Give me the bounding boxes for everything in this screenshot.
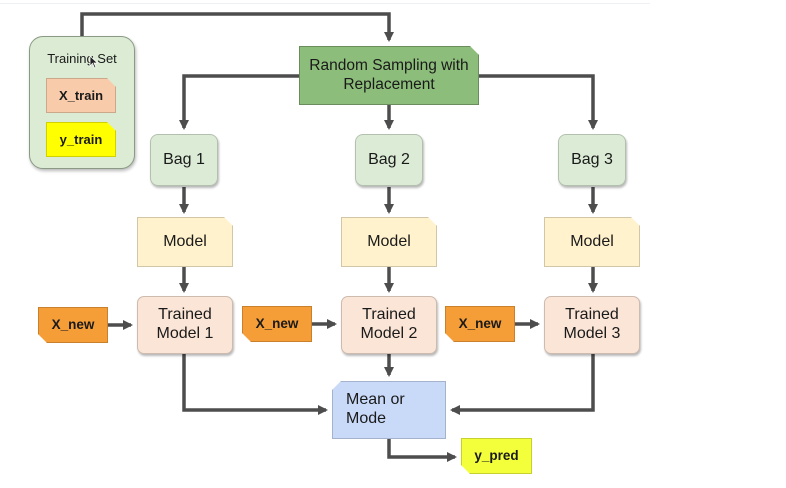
trained-model-2-label: Trained Model 2 xyxy=(360,306,418,342)
arrow-sampling-to-bag3 xyxy=(479,74,598,130)
x-train-label: X_train xyxy=(58,87,104,103)
arrow-sampling-to-bag1 xyxy=(179,74,299,130)
bag-1-node: Bag 1 xyxy=(150,134,218,186)
x-new-3-note: X_new xyxy=(445,306,515,342)
bag-2-node: Bag 2 xyxy=(355,134,423,186)
x-new-1-label: X_new xyxy=(51,317,95,333)
y-train-label: y_train xyxy=(59,131,103,147)
trained-model-3-label: Trained Model 3 xyxy=(563,306,621,342)
trained-model-1-node: Trained Model 1 xyxy=(137,296,233,354)
model-3-label: Model xyxy=(570,232,614,250)
trained-model-3-node: Trained Model 3 xyxy=(544,296,640,354)
y-pred-label: y_pred xyxy=(474,448,519,464)
y-pred-note: y_pred xyxy=(461,438,532,474)
bag-3-label: Bag 3 xyxy=(571,150,613,168)
arrow-aggregate-to-output xyxy=(387,439,457,462)
trained-model-1-label: Trained Model 1 xyxy=(156,306,214,342)
arrow-trained3-to-aggregate xyxy=(450,354,595,415)
mouse-cursor-icon xyxy=(89,55,99,69)
top-divider xyxy=(0,3,650,4)
x-new-2-label: X_new xyxy=(255,316,299,332)
model-1-node: Model xyxy=(137,217,233,267)
x-new-3-label: X_new xyxy=(458,316,502,332)
trained-model-2-node: Trained Model 2 xyxy=(341,296,437,354)
x-new-2-note: X_new xyxy=(242,306,312,342)
bag-2-label: Bag 2 xyxy=(368,150,410,168)
x-new-1-note: X_new xyxy=(38,307,108,343)
mean-or-mode-label: Mean or Mode xyxy=(346,391,405,427)
arrow-trained1-to-aggregate xyxy=(182,354,328,415)
model-1-label: Model xyxy=(163,232,207,250)
random-sampling-label: Random Sampling with Replacement xyxy=(309,57,469,93)
random-sampling-node: Random Sampling with Replacement xyxy=(299,46,479,105)
model-3-node: Model xyxy=(544,217,640,267)
mean-or-mode-node: Mean or Mode xyxy=(332,381,446,439)
x-train-note: X_train xyxy=(46,78,116,113)
bag-1-label: Bag 1 xyxy=(163,150,205,168)
model-2-label: Model xyxy=(367,232,411,250)
model-2-node: Model xyxy=(341,217,437,267)
training-set-label: Training Set xyxy=(47,51,117,66)
arrow-training-to-sampling xyxy=(80,12,394,42)
bag-3-node: Bag 3 xyxy=(558,134,626,186)
y-train-note: y_train xyxy=(46,122,116,157)
